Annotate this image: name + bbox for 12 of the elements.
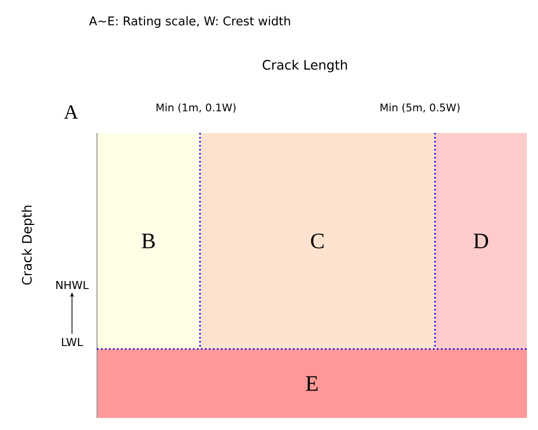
rating-region: B — [97, 133, 200, 349]
rating-letter: A — [64, 105, 78, 119]
title-text: A∼E: Rating scale, W: Crest width — [89, 16, 290, 28]
rating-region: C — [200, 133, 435, 349]
rating-region: E — [97, 349, 527, 418]
axis-title: Crack Length — [262, 60, 347, 72]
threshold-label: Min (5m, 0.5W) — [380, 103, 460, 113]
rating-region: D — [435, 133, 527, 349]
threshold-label: Min (1m, 0.1W) — [156, 103, 236, 113]
axis-title: Crack Depth — [22, 206, 34, 285]
level-label: LWL — [62, 338, 84, 346]
level-label: NHWL — [56, 280, 89, 289]
